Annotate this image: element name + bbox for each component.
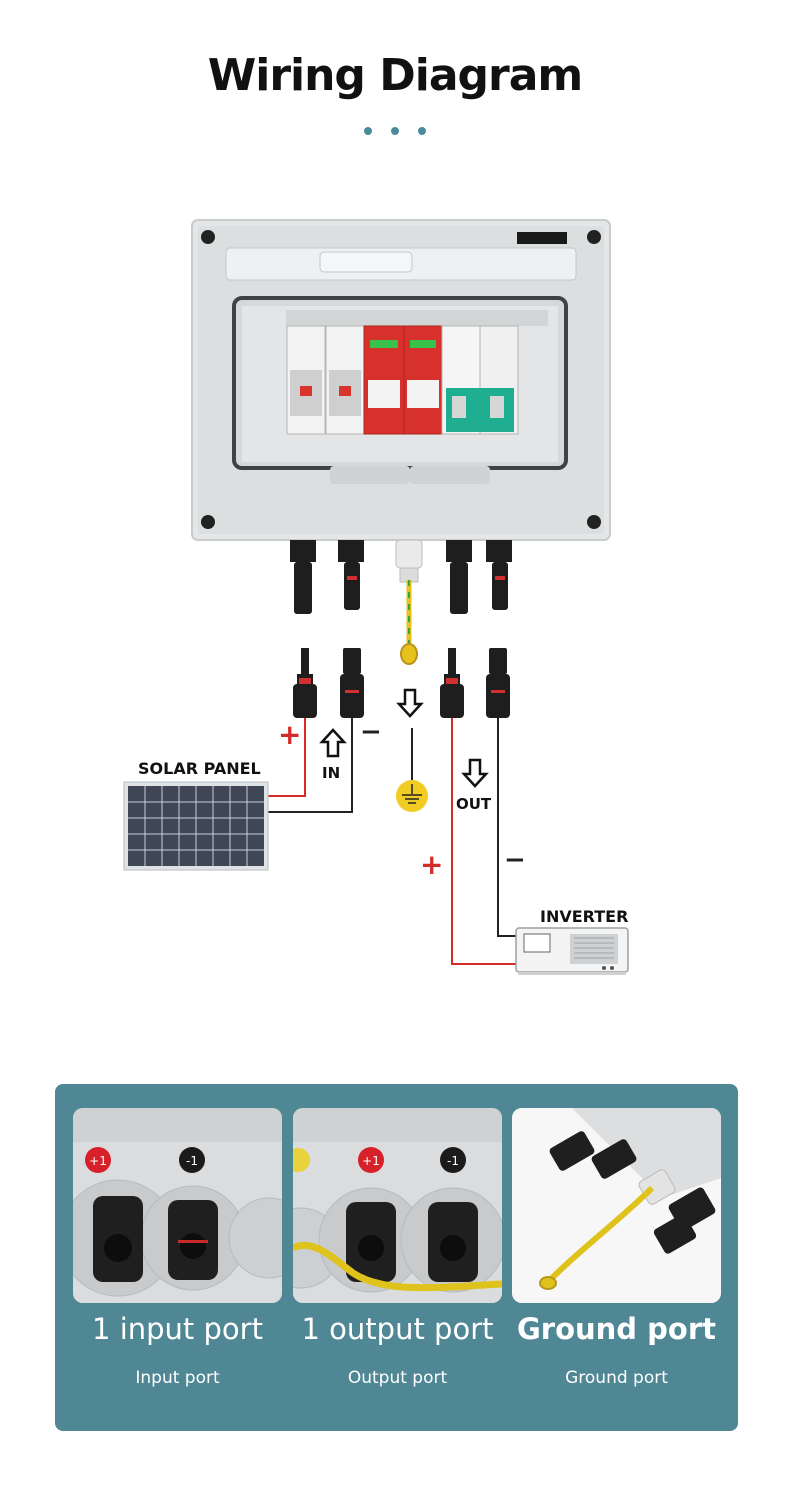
ground-cable-icon — [293, 1241, 502, 1292]
combiner-box — [191, 219, 611, 665]
solar-panel-label: SOLAR PANEL — [138, 759, 261, 778]
divider-dot — [363, 127, 372, 135]
negative-output-wire — [497, 718, 520, 937]
badge-label: -1 — [447, 1154, 459, 1168]
down-arrow-icon — [461, 758, 489, 788]
ground-badge-icon — [293, 1148, 310, 1172]
divider-dot — [391, 127, 399, 135]
plus-badge-icon — [85, 1147, 111, 1173]
ground-symbol-icon — [396, 780, 428, 812]
output-port-photo: +1 -1 — [293, 1108, 502, 1303]
down-arrow-icon — [396, 688, 424, 718]
positive-output-wire — [451, 718, 518, 965]
input-port-photo: +1 -1 — [73, 1108, 282, 1303]
positive-input-wire — [268, 718, 306, 797]
screw-icon — [201, 230, 215, 244]
screw-icon — [201, 515, 215, 529]
mc4-connector-set — [293, 648, 510, 718]
plus-badge-icon — [358, 1147, 384, 1173]
output-minus-sign: − — [504, 845, 526, 875]
mc4-connector-icon — [549, 1131, 716, 1254]
box-connector — [290, 540, 512, 614]
divider-dot — [418, 127, 427, 135]
output-plus-sign: + — [420, 848, 443, 881]
dc-breaker-module — [286, 325, 365, 435]
badge-label: +1 — [362, 1154, 380, 1168]
out-label: OUT — [456, 795, 492, 813]
cable-gland — [395, 539, 423, 665]
output-port-title: 1 output port — [301, 1312, 494, 1346]
surge-protector-module — [363, 325, 443, 435]
ring-terminal-icon — [539, 1276, 557, 1290]
inverter-icon — [515, 927, 629, 975]
input-plus-sign: + — [278, 718, 301, 751]
input-port-subtitle: Input port — [135, 1368, 220, 1388]
page-title: Wiring Diagram — [207, 50, 584, 101]
up-arrow-icon — [319, 728, 347, 758]
ground-port-photo — [512, 1108, 721, 1303]
in-label: IN — [322, 764, 340, 782]
wiring-diagram: + − + − IN OUT SOLAR PANEL — [123, 219, 629, 975]
minus-badge-icon — [179, 1147, 205, 1173]
mcb-breaker-module — [441, 325, 519, 435]
input-minus-sign: − — [360, 717, 382, 747]
ground-cable-icon — [549, 1185, 655, 1281]
output-port-subtitle: Output port — [347, 1368, 448, 1388]
ports-panel: +1 -1 1 input port Input port +1 -1 — [55, 1084, 738, 1431]
title-divider-dots — [0, 120, 790, 139]
badge-label: -1 — [186, 1154, 198, 1168]
ground-port-subtitle: Ground port — [565, 1368, 668, 1388]
ground-port-title: Ground port — [516, 1312, 717, 1346]
minus-badge-icon — [440, 1147, 466, 1173]
badge-label: +1 — [89, 1154, 107, 1168]
negative-input-wire — [268, 718, 353, 813]
screw-icon — [587, 230, 601, 244]
wiring-lines — [268, 718, 520, 965]
solar-panel-icon — [123, 781, 269, 871]
inverter-label: INVERTER — [540, 907, 628, 926]
input-port-title: 1 input port — [92, 1312, 263, 1346]
screw-icon — [587, 515, 601, 529]
